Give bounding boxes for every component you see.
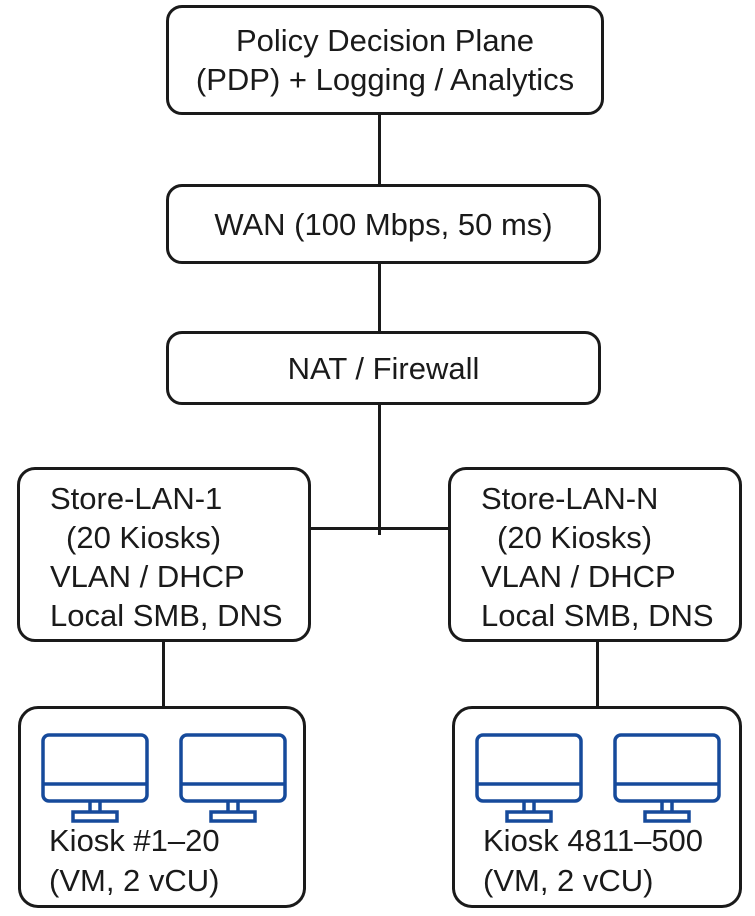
monitor-icon [41, 733, 149, 823]
node-kiosk-4811-500: Kiosk 4811–500 (VM, 2 vCU) [452, 706, 742, 908]
node-label-line: WAN (100 Mbps, 50 ms) [214, 206, 553, 242]
connector-storen-kioskn [596, 640, 599, 708]
node-label-line: Store-LAN-1 [50, 481, 223, 516]
node-label-line: Local SMB, DNS [50, 598, 283, 633]
node-label-line: Store-LAN-N [481, 481, 659, 516]
connector-store-branch [309, 527, 450, 530]
node-label-line: (20 Kiosks) [66, 520, 222, 555]
node-label-line: (VM, 2 vCU) [49, 863, 220, 898]
monitor-icon [613, 733, 721, 823]
node-nat-firewall: NAT / Firewall [166, 331, 601, 405]
node-policy-decision-plane: Policy Decision Plane (PDP) + Logging / … [166, 5, 604, 115]
node-label-line: Policy Decision Plane [235, 23, 535, 58]
node-store-lan-n: Store-LAN-N (20 Kiosks) VLAN / DHCP Loca… [448, 467, 742, 642]
monitor-icon [475, 733, 583, 823]
node-label-line: VLAN / DHCP [50, 559, 245, 594]
node-label-line: Kiosk #1–20 [49, 823, 220, 858]
node-label-line: Local SMB, DNS [481, 598, 714, 633]
node-label-line: (VM, 2 vCU) [483, 863, 654, 898]
node-store-lan-1: Store-LAN-1 (20 Kiosks) VLAN / DHCP Loca… [17, 467, 311, 642]
node-label-line: Kiosk 4811–500 [483, 823, 704, 858]
node-label: Kiosk 4811–500 (VM, 2 vCU) [483, 821, 703, 901]
node-label-line: VLAN / DHCP [481, 559, 676, 594]
connector-nat-trunk [378, 403, 381, 535]
node-label-line: (20 Kiosks) [497, 520, 653, 555]
node-wan: WAN (100 Mbps, 50 ms) [166, 184, 601, 264]
connector-pdp-wan [378, 113, 381, 186]
node-kiosk-1-20: Kiosk #1–20 (VM, 2 vCU) [18, 706, 306, 908]
node-label-line: NAT / Firewall [287, 350, 480, 386]
connector-wan-nat [378, 262, 381, 333]
node-label: Kiosk #1–20 (VM, 2 vCU) [49, 821, 220, 901]
node-label-line: (PDP) + Logging / Analytics [195, 62, 575, 97]
connector-store1-kiosk1 [162, 640, 165, 708]
monitor-icon [179, 733, 287, 823]
